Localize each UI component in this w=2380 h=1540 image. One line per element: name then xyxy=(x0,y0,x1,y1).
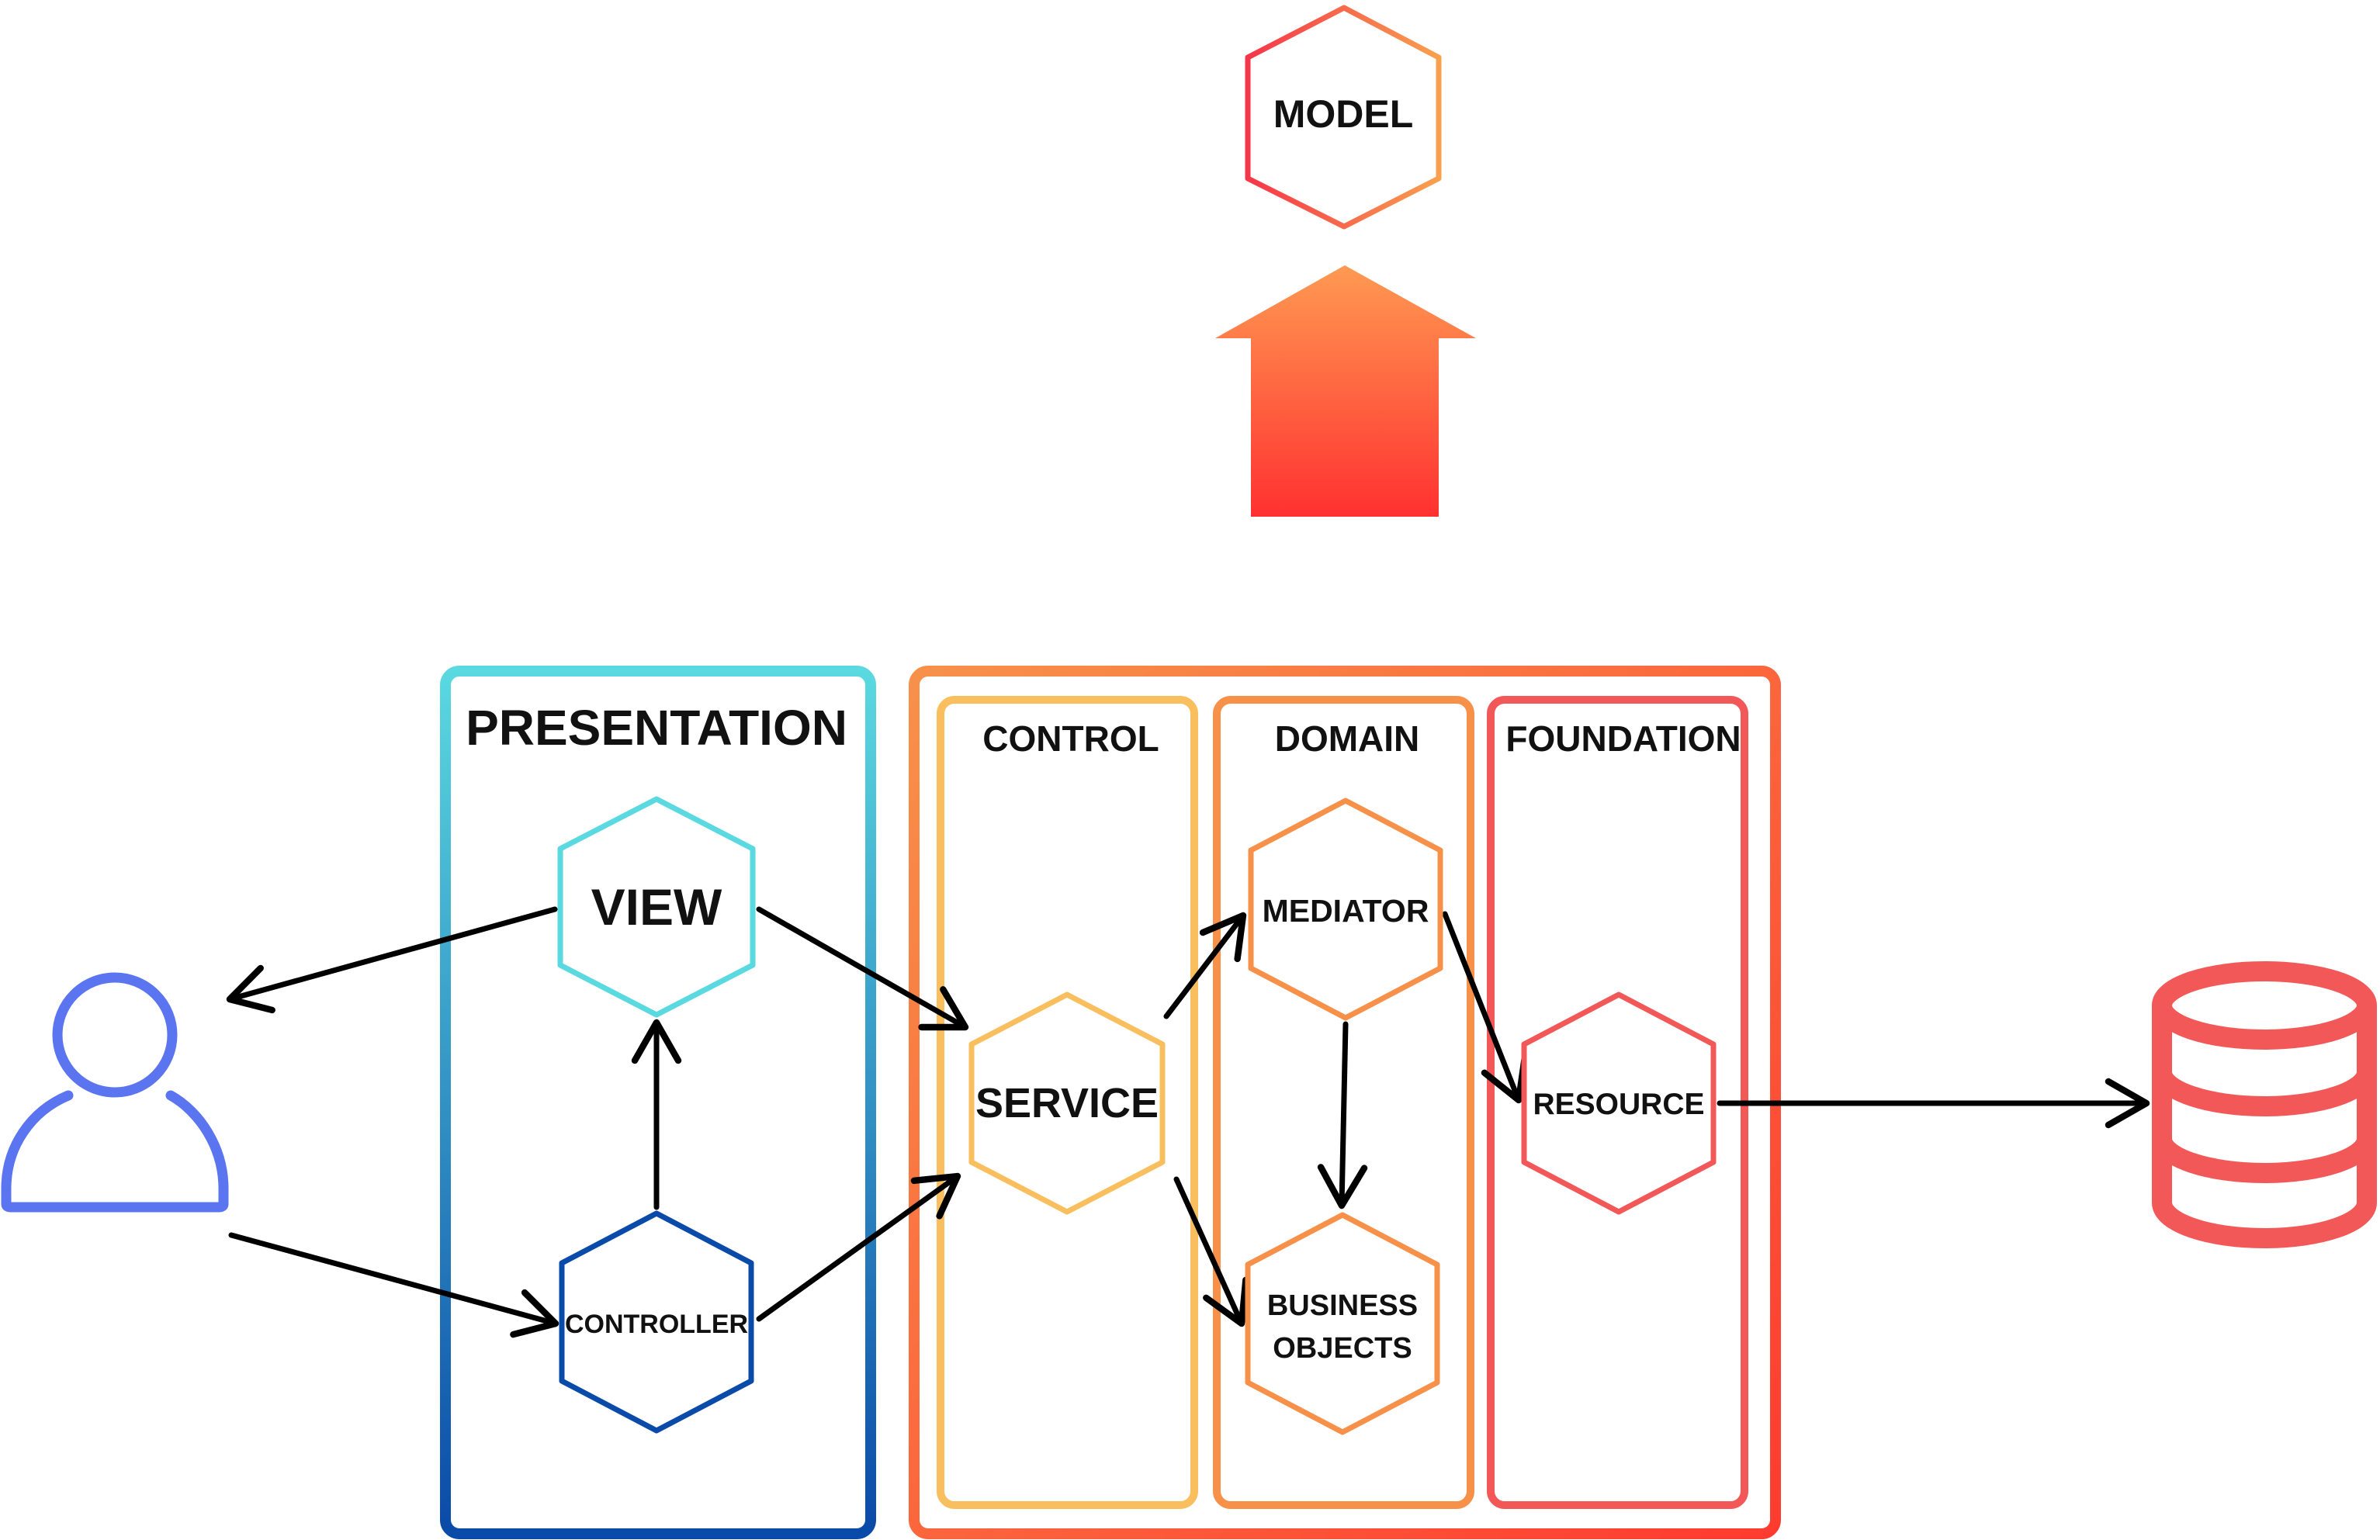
arrow-view-to-user xyxy=(226,906,558,1014)
business-label-line1: BUSINESS xyxy=(1267,1289,1418,1322)
arrow-mediator-to-business xyxy=(1317,1021,1368,1210)
arrow-view-to-service xyxy=(756,906,969,1031)
control-title: CONTROL xyxy=(982,718,1159,759)
database-icon xyxy=(2152,961,2377,1248)
model-node: MODEL xyxy=(1245,5,1442,230)
model-label: MODEL xyxy=(1273,92,1414,136)
service-label: SERVICE xyxy=(975,1080,1159,1126)
arrow-up-icon xyxy=(1215,265,1476,517)
controller-node: CONTROLLER xyxy=(559,1210,754,1434)
presentation-title: PRESENTATION xyxy=(466,700,847,756)
arrow-service-to-mediator xyxy=(1163,912,1247,1019)
business-label-line2: OBJECTS xyxy=(1273,1332,1412,1365)
foundation-title: FOUNDATION xyxy=(1505,718,1741,759)
domain-column: DOMAIN xyxy=(1213,696,1474,1509)
arrow-user-to-controller xyxy=(228,1232,559,1338)
view-label: VIEW xyxy=(591,878,722,936)
connectors xyxy=(226,906,2150,1338)
arrow-controller-to-service xyxy=(756,1172,961,1322)
controller-label: CONTROLLER xyxy=(565,1310,748,1339)
service-node: SERVICE xyxy=(968,991,1166,1215)
presentation-layer: PRESENTATION xyxy=(440,666,876,1539)
domain-title: DOMAIN xyxy=(1275,718,1420,759)
arrow-mediator-to-resource xyxy=(1442,911,1529,1104)
control-column: CONTROL xyxy=(937,696,1198,1509)
arrow-service-to-business xyxy=(1173,1176,1249,1327)
mediator-label: MEDIATOR xyxy=(1263,893,1429,929)
business-objects-node: BUSINESS OBJECTS xyxy=(1245,1212,1440,1435)
view-node: VIEW xyxy=(557,796,756,1018)
mediator-node: MEDIATOR xyxy=(1248,798,1443,1021)
resource-node: RESOURCE xyxy=(1521,991,1717,1215)
resource-label: RESOURCE xyxy=(1533,1088,1704,1121)
user-icon xyxy=(1,972,229,1213)
